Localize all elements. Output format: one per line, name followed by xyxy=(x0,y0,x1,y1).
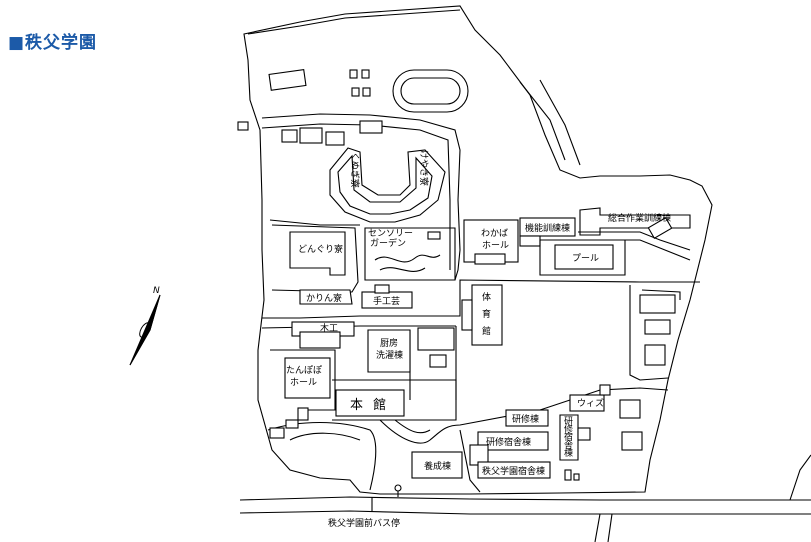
page-title: ■秩父学園 xyxy=(8,33,98,53)
shukou-label: 手工芸 xyxy=(373,295,400,307)
kenshu-shuku-v-5: 棟 xyxy=(564,447,573,459)
bus-stop-label: 秩父学園前バス停 xyxy=(328,517,400,529)
bus-stop-marker xyxy=(394,484,402,492)
kenshu-shuku-v-1: 研 xyxy=(564,416,573,427)
donguri-label: どんぐり寮 xyxy=(298,243,343,255)
pool xyxy=(554,244,614,270)
keyaki-label: けやき寮 xyxy=(418,150,430,186)
kenshu-shuku-v-2: 修 xyxy=(564,423,573,435)
chubo-label-2: 洗濯棟 xyxy=(376,349,403,361)
kenshu-shukusha-building xyxy=(477,431,549,451)
sensory-label-1: センソリー xyxy=(368,228,413,239)
kenshu-shukusha-vertical xyxy=(559,414,579,461)
kenshu-shuku-v-4: 舎 xyxy=(564,440,573,451)
gym-label-2: 育 xyxy=(482,308,491,320)
bottom-road xyxy=(239,496,811,501)
kinou-kunren-building xyxy=(519,217,576,237)
yousei-label: 養成棟 xyxy=(424,460,451,472)
kenshu-shuku-label: 研修宿舎棟 xyxy=(486,436,531,448)
kenshu-building xyxy=(505,409,549,427)
wiz-building xyxy=(569,394,605,412)
wakaba-label-1: わかば xyxy=(481,228,508,239)
compass-label: N xyxy=(153,286,160,296)
kunugi-label: くぬぎ寮 xyxy=(349,152,361,188)
gymnasium xyxy=(471,284,503,346)
tanpopo-hall xyxy=(284,357,331,399)
chichibu-shukusha-label: 秩父学園宿舎棟 xyxy=(482,465,545,477)
sensory-garden xyxy=(364,227,456,281)
chichibu-shukusha-building xyxy=(477,461,551,479)
kenshu-shuku-v-3: 宿 xyxy=(564,431,573,443)
wakaba-label-2: ホール xyxy=(482,240,509,251)
tanpopo-label-2: ホール xyxy=(290,377,317,388)
main-building xyxy=(335,389,405,417)
chubo-label-1: 厨房 xyxy=(380,337,398,349)
sougou-building xyxy=(579,207,691,236)
tanpopo-label-1: たんぽぽ xyxy=(286,365,322,376)
sougou-label: 総合作業訓練棟 xyxy=(608,212,671,224)
honkan-label: 本 館 xyxy=(350,398,389,413)
mokkou-label: 木工 xyxy=(320,322,338,334)
site-boundary xyxy=(243,5,713,495)
sensory-label-2: ガーデン xyxy=(370,237,406,249)
kinou-label: 機能訓練棟 xyxy=(525,222,570,234)
kenshu-label: 研修棟 xyxy=(512,413,539,425)
north-compass xyxy=(129,294,161,366)
gym-label-1: 体 xyxy=(482,291,491,303)
donguri-dorm xyxy=(289,231,346,276)
gym-label-3: 館 xyxy=(482,325,491,337)
yousei-building xyxy=(411,451,463,479)
kitchen-laundry-building xyxy=(367,329,411,373)
pool-label: プール xyxy=(572,253,599,264)
karin-label: かりん寮 xyxy=(306,292,342,304)
wiz-label: ウィズ xyxy=(577,397,604,409)
karin-dorm xyxy=(299,289,353,305)
